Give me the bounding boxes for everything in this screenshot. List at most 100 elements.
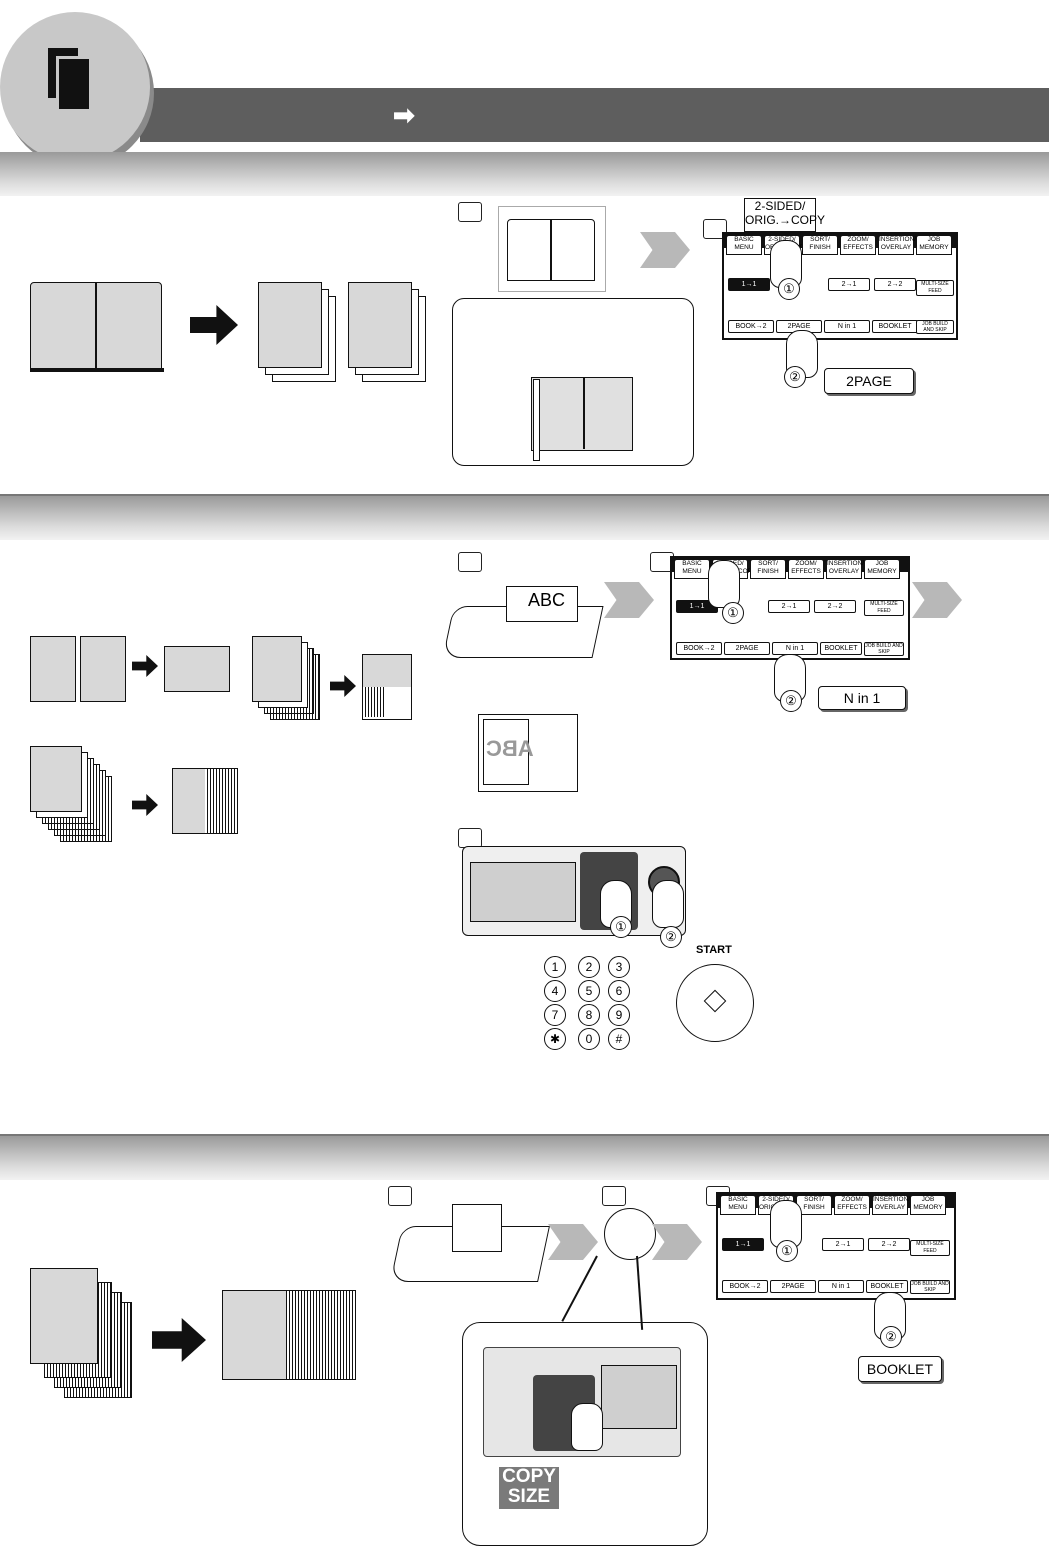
mode-2-1-button[interactable]: 2→1 <box>768 600 810 613</box>
copy-size-line2: SIZE <box>507 1486 551 1507</box>
mode-2-2-button[interactable]: 2→2 <box>868 1238 910 1251</box>
booklet-tag: BOOKLET <box>858 1356 942 1382</box>
n-in-1-button[interactable]: N in 1 <box>818 1280 864 1293</box>
mode-2-2-button[interactable]: 2→2 <box>814 600 856 613</box>
start-diamond-icon <box>703 989 727 1013</box>
control-panel-zoom-box: COPY SIZE <box>462 1322 708 1546</box>
callout-2: ② <box>660 926 682 948</box>
tab-basic-menu[interactable]: BASIC MENU <box>720 1195 756 1215</box>
arrow-right-icon <box>152 1318 206 1362</box>
glass-book-placement <box>498 206 606 292</box>
arrow-right-icon <box>190 305 238 345</box>
2page-button[interactable]: 2PAGE <box>770 1280 816 1293</box>
book-2-button[interactable]: BOOK→2 <box>676 642 722 655</box>
key-4[interactable]: 4 <box>544 980 566 1002</box>
callout-1: ① <box>778 278 800 300</box>
job-build-skip-button[interactable]: JOB BUILD AND SKIP <box>864 642 904 656</box>
arrow-right-icon <box>132 655 158 677</box>
key-star[interactable]: ✱ <box>544 1028 566 1050</box>
multi-size-feed-button[interactable]: MULTI-SIZE FEED <box>916 280 954 296</box>
tab-job-memory[interactable]: JOB MEMORY <box>916 235 952 255</box>
2page-button[interactable]: 2PAGE <box>724 642 770 655</box>
open-book-illustration <box>30 282 164 374</box>
key-1[interactable]: 1 <box>544 956 566 978</box>
original-text-mirrored: ABC <box>486 736 534 761</box>
next-step-chevron <box>548 1224 598 1260</box>
copy-size-key[interactable]: COPY SIZE <box>499 1467 559 1509</box>
tab-zoom-effects[interactable]: ZOOM/ EFFECTS <box>788 559 824 579</box>
header-circle <box>0 12 150 162</box>
book-2-button[interactable]: BOOK→2 <box>722 1280 768 1293</box>
step-box <box>602 1186 626 1206</box>
job-build-skip-button[interactable]: JOB BUILD AND SKIP <box>916 320 954 334</box>
book-2-button[interactable]: BOOK→2 <box>728 320 774 333</box>
key-2[interactable]: 2 <box>578 956 600 978</box>
key-3[interactable]: 3 <box>608 956 630 978</box>
tab-job-memory[interactable]: JOB MEMORY <box>910 1195 946 1215</box>
tab-callout-line1: 2-SIDED/ <box>754 199 806 213</box>
eight-page-stack <box>30 746 114 842</box>
mode-1-1-button[interactable]: 1→1 <box>722 1238 764 1251</box>
tab-basic-menu[interactable]: BASIC MENU <box>726 235 762 255</box>
four-in-one-page <box>362 654 412 720</box>
finger-pointer-icon <box>652 880 684 928</box>
section-band-booklet <box>0 1136 1049 1180</box>
key-8[interactable]: 8 <box>578 1004 600 1026</box>
tab-sort-finish[interactable]: SORT/ FINISH <box>796 1195 832 1215</box>
next-step-chevron <box>912 582 962 618</box>
start-label: START <box>696 944 732 956</box>
original-orientation-box: ABC <box>478 714 578 792</box>
job-build-skip-button[interactable]: JOB BUILD AND SKIP <box>910 1280 950 1294</box>
arrow-right-icon <box>330 675 356 697</box>
booklet-button[interactable]: BOOKLET <box>820 642 862 655</box>
tab-zoom-effects[interactable]: ZOOM/ EFFECTS <box>840 235 876 255</box>
zoom-leader-line <box>561 1255 598 1322</box>
2page-tag: 2PAGE <box>824 368 914 394</box>
booklet-button[interactable]: BOOKLET <box>872 320 918 333</box>
multi-size-feed-button[interactable]: MULTI-SIZE FEED <box>864 600 904 616</box>
page-stack-right <box>348 282 428 382</box>
tab-insertion-overlay[interactable]: INSERTION/ OVERLAY <box>826 559 864 579</box>
key-9[interactable]: 9 <box>608 1004 630 1026</box>
finger-pointer-icon <box>571 1403 603 1451</box>
tab-zoom-effects[interactable]: ZOOM/ EFFECTS <box>834 1195 870 1215</box>
n-in-1-tag: N in 1 <box>818 686 906 710</box>
tab-callout-line2: ORIG.→COPY <box>745 213 826 227</box>
key-7[interactable]: 7 <box>544 1004 566 1026</box>
tab-sort-finish[interactable]: SORT/ FINISH <box>750 559 786 579</box>
adf-feeder-illustration <box>390 1196 550 1292</box>
finger-pointer-icon <box>708 560 740 608</box>
step-box <box>458 202 482 222</box>
n-in-1-button[interactable]: N in 1 <box>824 320 870 333</box>
tab-basic-menu[interactable]: BASIC MENU <box>674 559 710 579</box>
tab-job-memory[interactable]: JOB MEMORY <box>864 559 900 579</box>
callout-2: ② <box>784 366 806 388</box>
key-hash[interactable]: # <box>608 1028 630 1050</box>
tab-insertion-overlay[interactable]: INSERTION/ OVERLAY <box>872 1195 910 1215</box>
tab-sort-finish[interactable]: SORT/ FINISH <box>802 235 838 255</box>
callout-2: ② <box>880 1326 902 1348</box>
original-text: ABC <box>528 590 566 610</box>
divider <box>0 494 1049 496</box>
key-5[interactable]: 5 <box>578 980 600 1002</box>
mode-2-1-button[interactable]: 2→1 <box>828 278 870 291</box>
key-0[interactable]: 0 <box>578 1028 600 1050</box>
mode-2-2-button[interactable]: 2→2 <box>874 278 916 291</box>
key-6[interactable]: 6 <box>608 980 630 1002</box>
section-band-nin1 <box>0 496 1049 540</box>
multi-size-feed-button[interactable]: MULTI-SIZE FEED <box>910 1240 950 1256</box>
section-band-book <box>0 152 1049 196</box>
copy-size-line1: COPY <box>502 1466 556 1487</box>
original-page <box>80 636 126 702</box>
n-in-1-button[interactable]: N in 1 <box>772 642 818 655</box>
start-button[interactable] <box>676 964 754 1042</box>
adf-feeder-illustration: ABC <box>442 576 604 668</box>
arrow-right-icon <box>132 794 158 816</box>
step-box <box>458 552 482 572</box>
combined-page <box>164 646 230 692</box>
booklet-original-stack <box>30 1268 136 1400</box>
callout-1: ① <box>776 1240 798 1262</box>
mode-2-1-button[interactable]: 2→1 <box>822 1238 864 1251</box>
mode-1-1-button[interactable]: 1→1 <box>728 278 770 291</box>
tab-insertion-overlay[interactable]: INSERTION/ OVERLAY <box>878 235 916 255</box>
